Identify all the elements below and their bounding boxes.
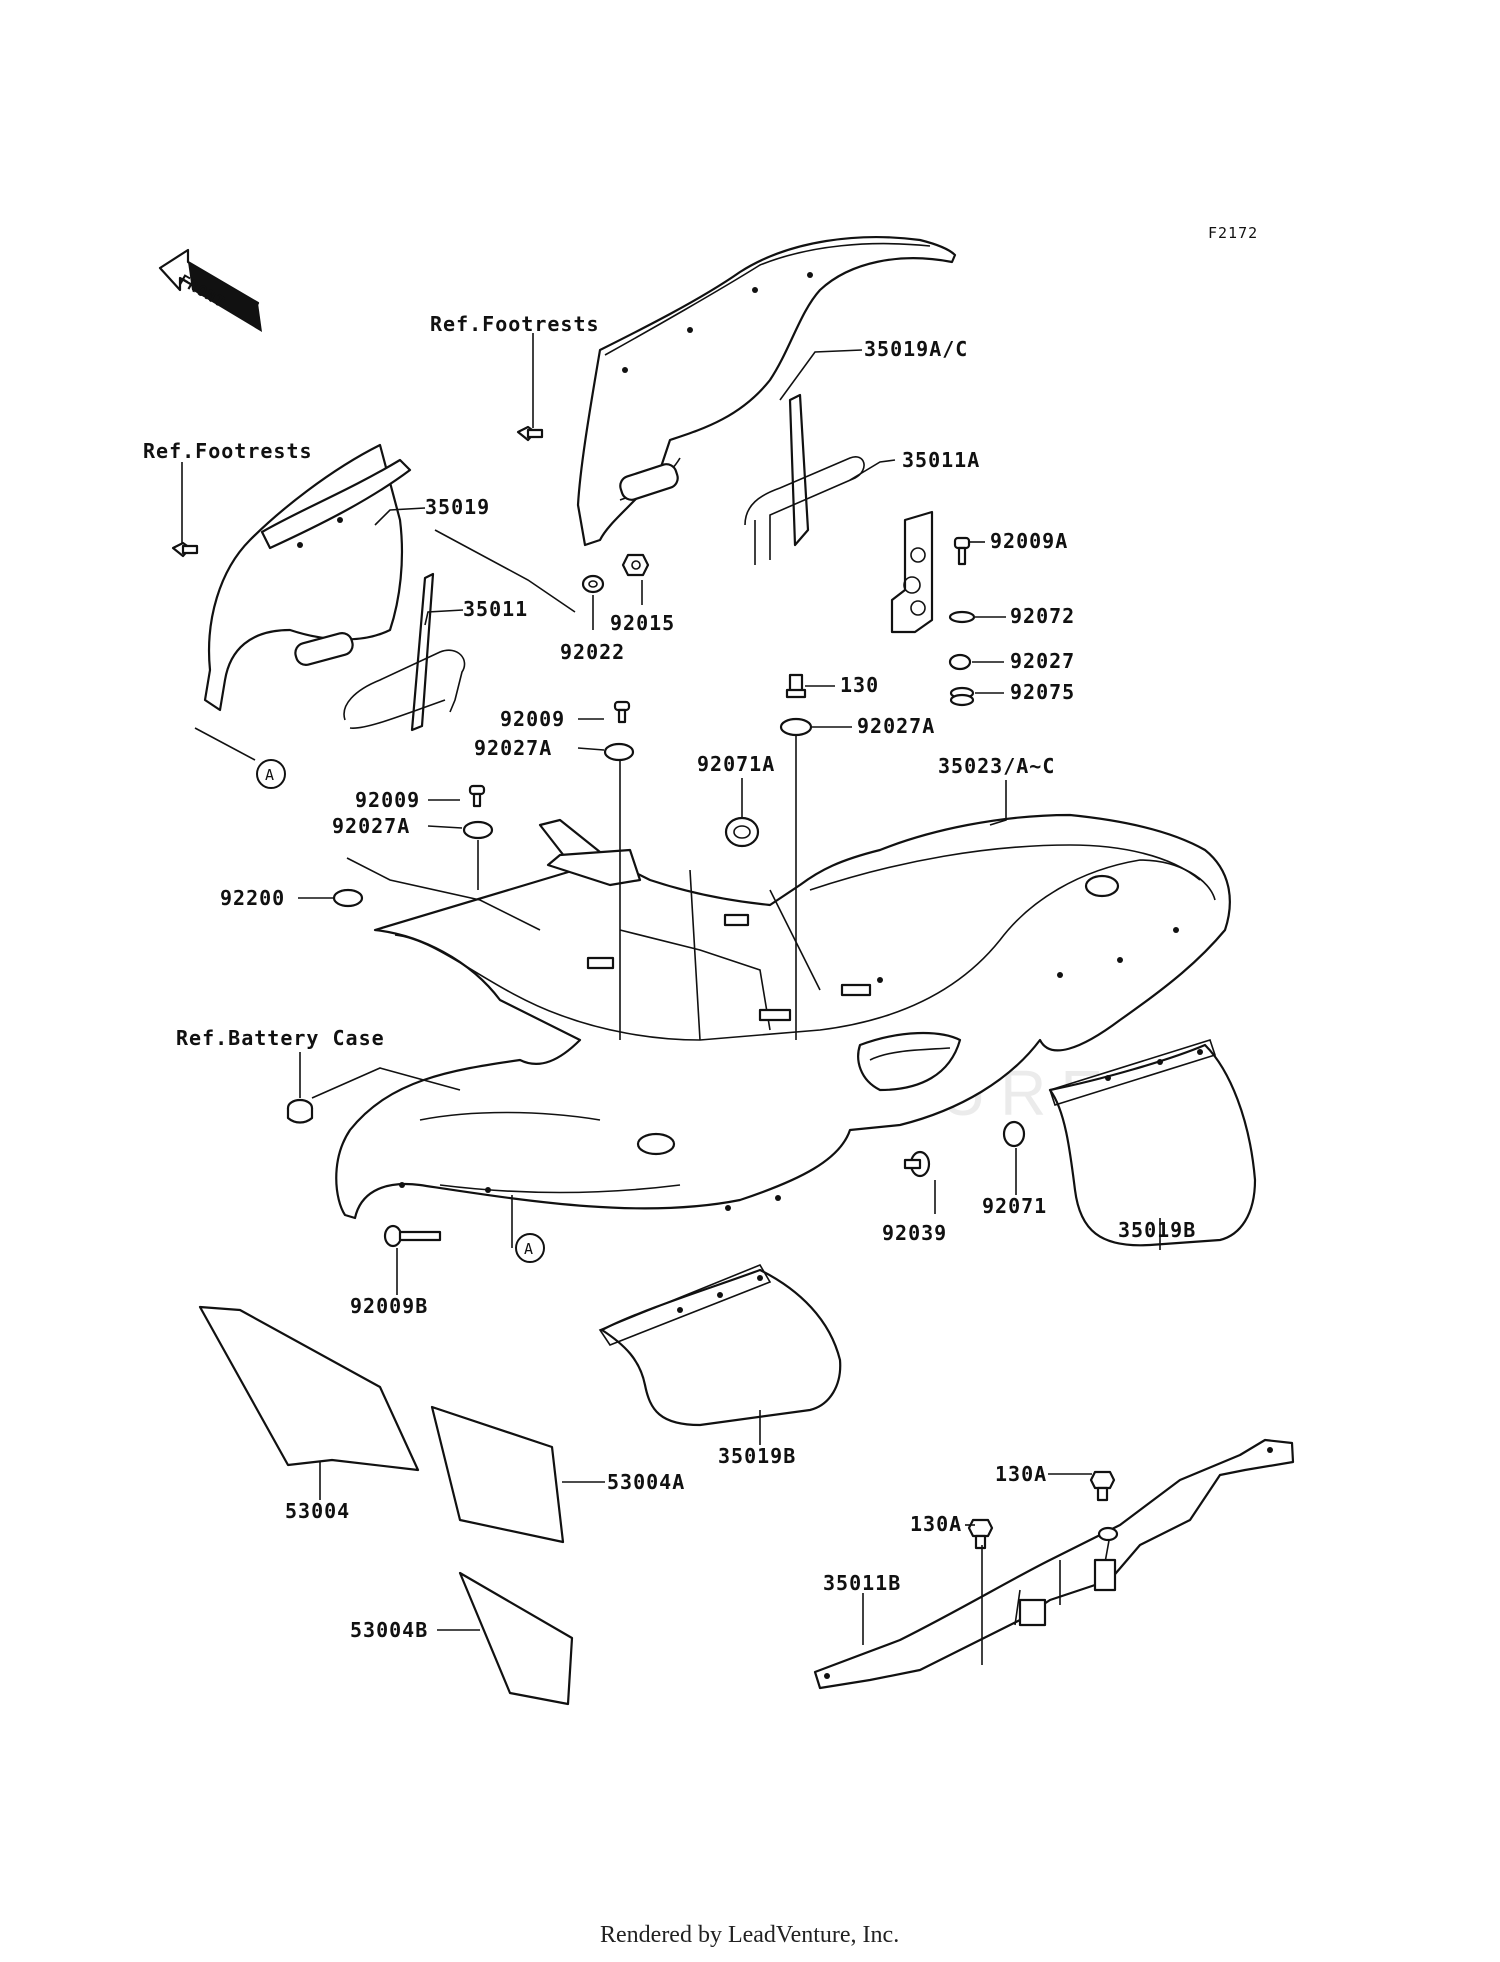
callout-92015: 92015: [610, 611, 675, 635]
stay-35011a: [744, 393, 865, 565]
callout-35019b-right: 35019B: [1118, 1218, 1196, 1242]
callout-53004b: 53004B: [350, 1618, 428, 1642]
washer-92027a-1-icon: [603, 742, 635, 762]
marker-a-2-label: A: [524, 1240, 534, 1258]
callout-130a-1: 130A: [995, 1462, 1047, 1486]
callout-92072: 92072: [1010, 604, 1075, 628]
stay-35011b: [813, 1438, 1295, 1690]
callout-35011: 35011: [463, 597, 528, 621]
callout-53004: 53004: [285, 1499, 350, 1523]
callout-35019ac: 35019A/C: [864, 337, 968, 361]
grommet-92071a-icon: [724, 816, 760, 848]
callout-92027: 92027: [1010, 649, 1075, 673]
callout-92071: 92071: [982, 1194, 1047, 1218]
bolt-92009b-icon: [383, 1224, 442, 1248]
washer-92027-icon: [948, 653, 972, 671]
callout-92027a-1: 92027A: [474, 736, 552, 760]
cap-battery-case-icon: [286, 1098, 314, 1124]
bolt-footrest-top-icon: [516, 425, 544, 442]
bolt-92009-2-icon: [468, 784, 486, 808]
nut-92015-icon: [621, 553, 650, 577]
decal-53004: [198, 1305, 420, 1472]
grommet-92075-icon: [949, 686, 975, 707]
callout-92009-1: 92009: [500, 707, 565, 731]
grommet-92071-icon: [1002, 1120, 1026, 1148]
bolt-footrest-left-icon: [171, 541, 199, 558]
callout-35023: 35023/A~C: [938, 754, 1055, 778]
callout-35011b: 35011B: [823, 1571, 901, 1595]
callout-92200: 92200: [220, 886, 285, 910]
washer-92022-icon: [581, 574, 605, 594]
callout-53004a: 53004A: [607, 1470, 685, 1494]
callout-92027a-top: 92027A: [857, 714, 935, 738]
bolt-130-icon: [785, 673, 807, 699]
callout-92027a-2: 92027A: [332, 814, 410, 838]
front-arrow-icon: FRONT: [158, 248, 262, 332]
callouts: Ref.Footrests 35019A/C 35011A Ref.Footre…: [143, 312, 1196, 1642]
callout-92071a: 92071A: [697, 752, 775, 776]
marker-a-2: [515, 1233, 545, 1263]
callout-ref-footrests-left: Ref.Footrests: [143, 439, 313, 463]
decal-53004b: [458, 1571, 574, 1706]
callout-92022: 92022: [560, 640, 625, 664]
bolt-130a-2-icon: [967, 1518, 994, 1550]
fender-35019ac: [576, 236, 957, 547]
decal-53004a: [430, 1405, 565, 1544]
callout-92039: 92039: [882, 1221, 947, 1245]
callout-35019b-front: 35019B: [718, 1444, 796, 1468]
bolt-130a-1-icon: [1089, 1470, 1116, 1502]
callout-92009-2: 92009: [355, 788, 420, 812]
figure-id: F2172: [1208, 224, 1258, 242]
collar-92072-icon: [948, 610, 976, 624]
bolt-92039-icon: [903, 1150, 931, 1178]
callout-35019: 35019: [425, 495, 490, 519]
callout-ref-battery-case: Ref.Battery Case: [176, 1026, 385, 1050]
callout-92075: 92075: [1010, 680, 1075, 704]
main-fender-35023: [335, 813, 1231, 1220]
fender-35019: [203, 443, 412, 712]
leader-lines: [181, 333, 1161, 1665]
washer-92027a-2-icon: [462, 820, 494, 840]
washer-92027a-top-icon: [779, 717, 813, 737]
collar-92200-icon: [332, 888, 364, 908]
callout-ref-footrests-top: Ref.Footrests: [430, 312, 600, 336]
bolt-92009-1-icon: [613, 700, 631, 724]
callout-130: 130: [840, 673, 879, 697]
callout-35011a: 35011A: [902, 448, 980, 472]
callout-92009a: 92009A: [990, 529, 1068, 553]
marker-a-1-label: A: [265, 766, 275, 784]
footer-credit: Rendered by LeadVenture, Inc.: [600, 1922, 899, 1948]
bolt-92009a-icon: [953, 536, 971, 566]
mudflap-35019b-front: [598, 1263, 842, 1427]
mudflap-35019b-right: [1048, 1039, 1257, 1247]
callout-92009b: 92009B: [350, 1294, 428, 1318]
marker-a-1: [256, 759, 286, 789]
bracket-icon: [890, 510, 934, 634]
callout-130a-2: 130A: [910, 1512, 962, 1536]
